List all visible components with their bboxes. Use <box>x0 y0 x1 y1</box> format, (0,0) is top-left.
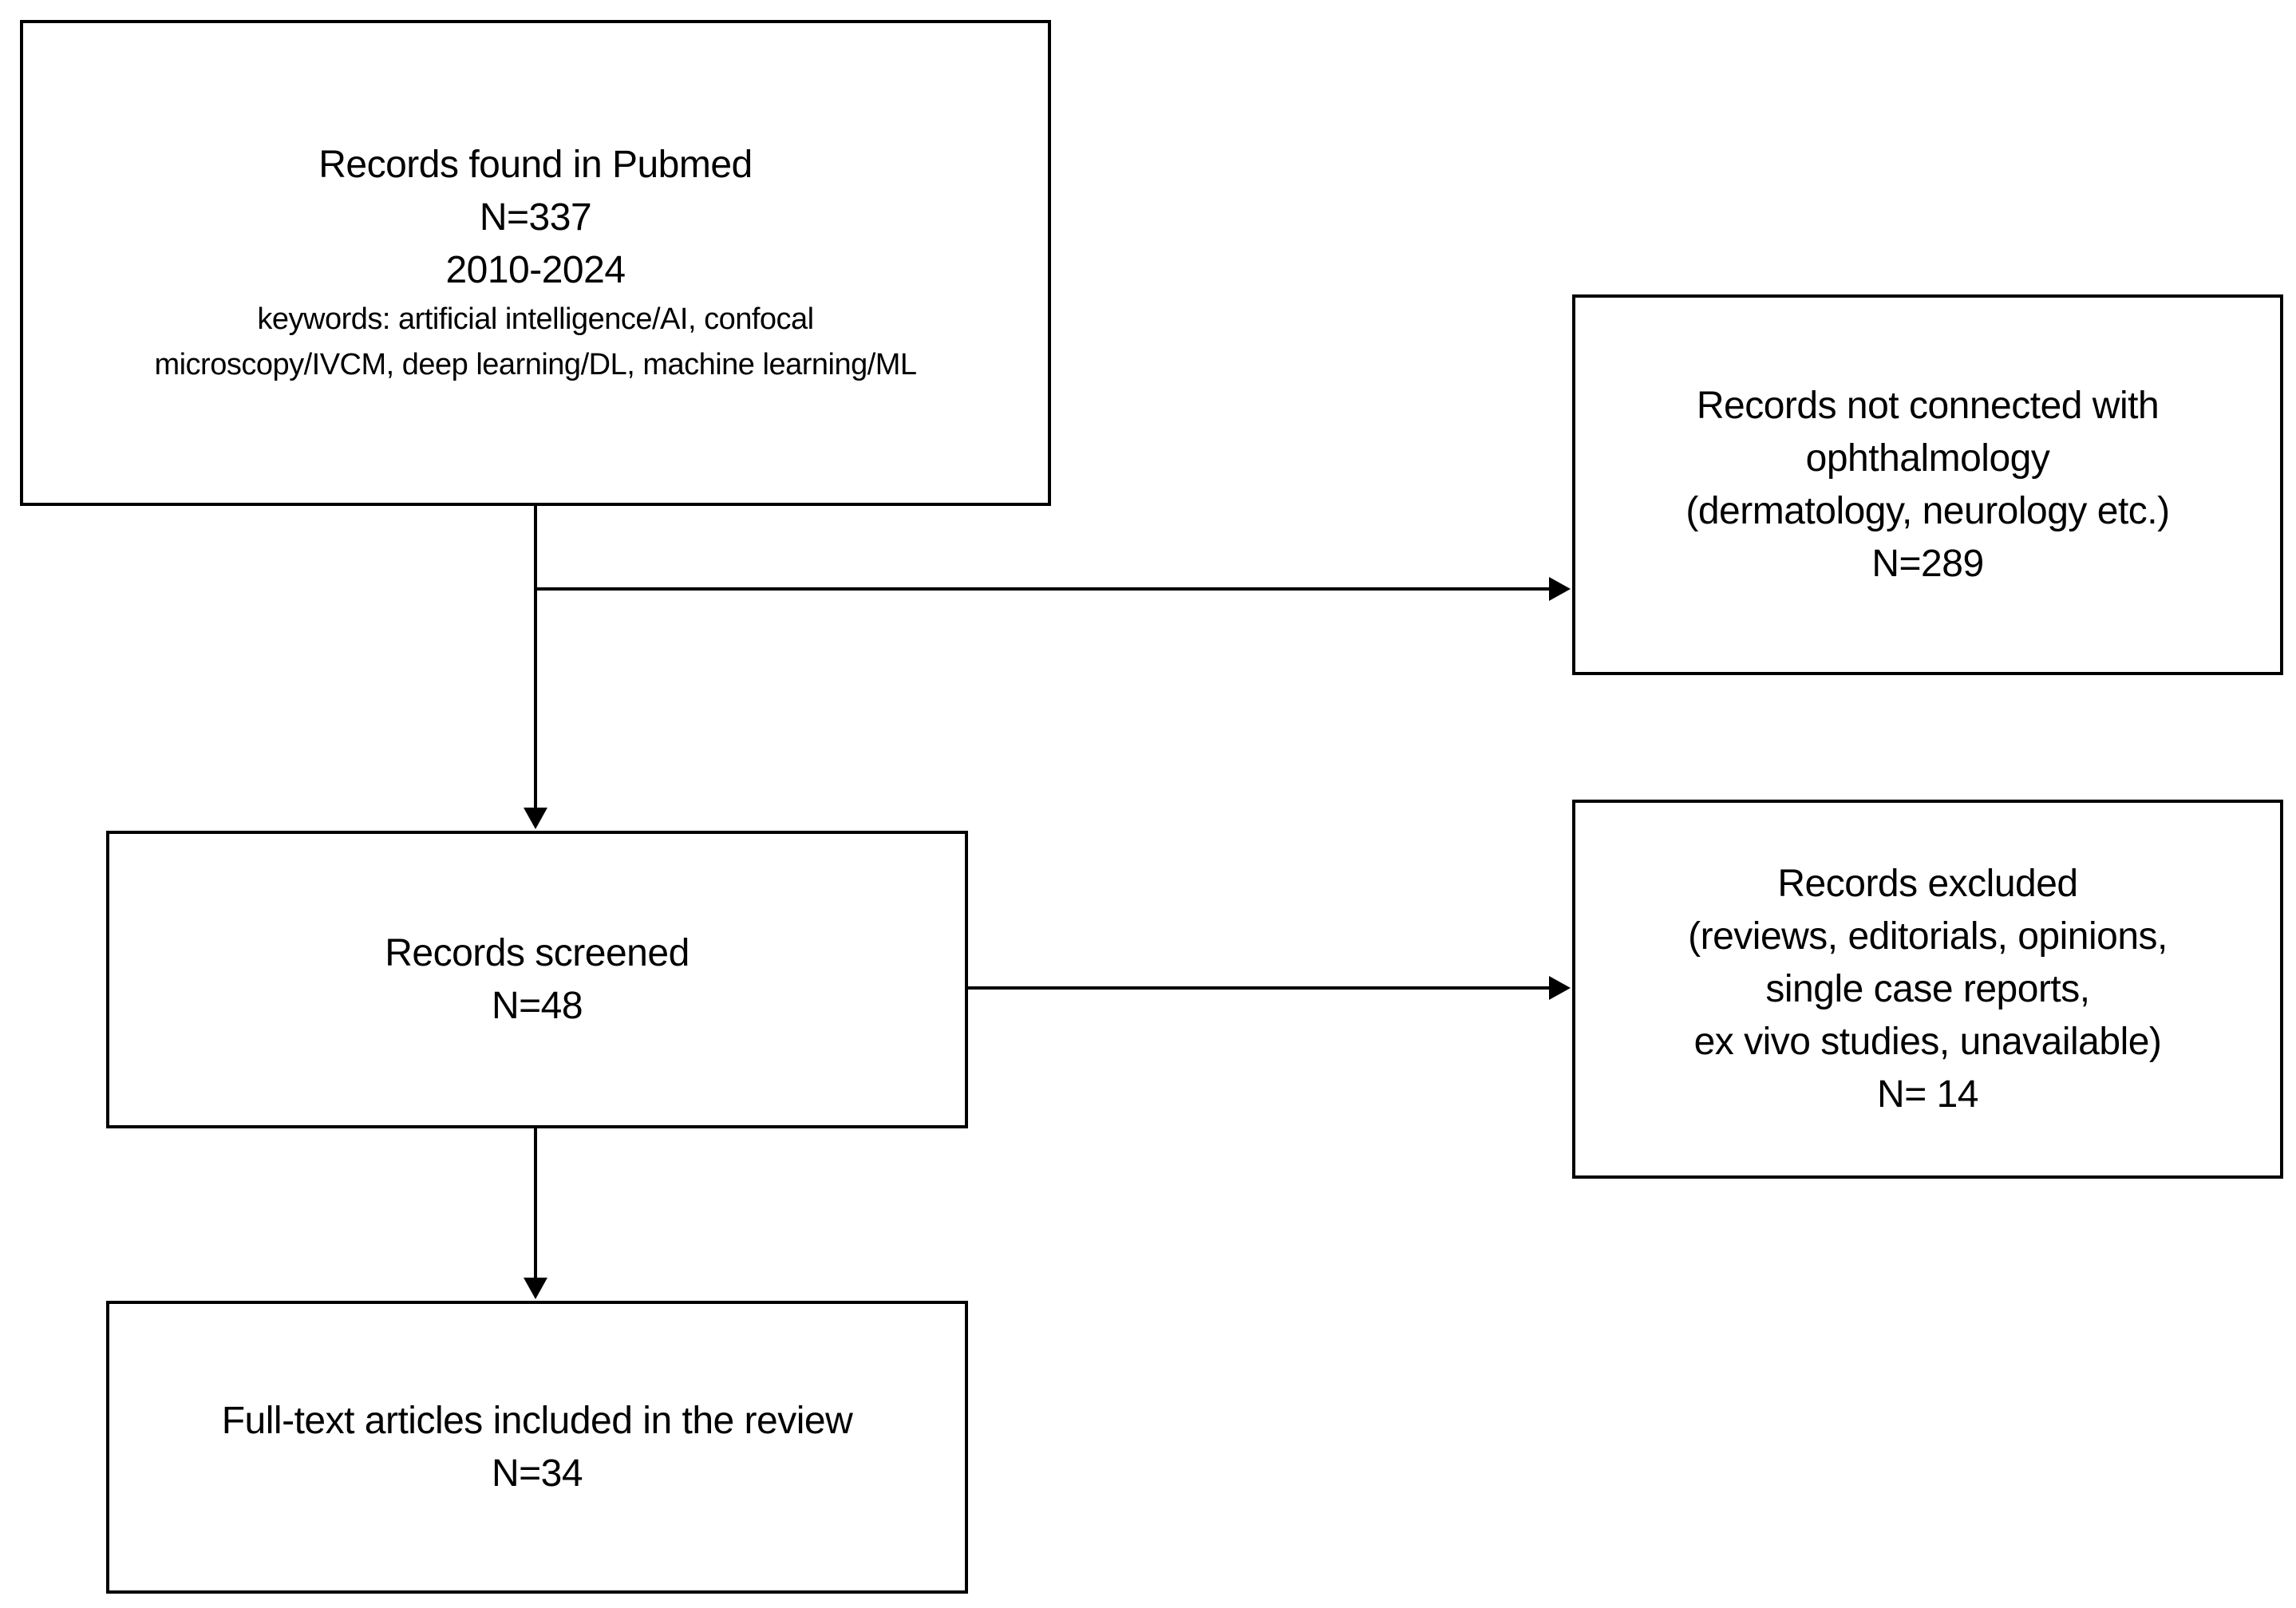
screened-title: Records screened <box>385 931 690 974</box>
box-records-found-in-pubmed: Records found in Pubmed N=337 2010-2024 … <box>20 20 1051 506</box>
arrow-found-to-not-connected-arrowhead <box>1549 577 1571 601</box>
excluded-count: N= 14 <box>1877 1073 1978 1116</box>
excluded-line-4: ex vivo studies, unavailable) <box>1693 1020 2162 1063</box>
excluded-title: Records excluded <box>1777 862 2078 905</box>
records-found-keywords-1: keywords: artificial intelligence/AI, co… <box>257 302 814 336</box>
records-found-years: 2010-2024 <box>445 248 626 291</box>
screened-count: N=48 <box>491 984 583 1027</box>
not-connected-line-1: Records not connected with <box>1696 384 2160 427</box>
box-records-not-connected: Records not connected with ophthalmology… <box>1572 294 2283 675</box>
arrow-screened-to-included-arrowhead <box>524 1278 547 1299</box>
box-records-screened: Records screened N=48 <box>106 831 968 1128</box>
arrow-found-to-screened-arrowhead <box>524 808 547 829</box>
records-found-title: Records found in Pubmed <box>318 143 753 186</box>
records-found-count: N=337 <box>479 196 592 239</box>
box-records-excluded: Records excluded (reviews, editorials, o… <box>1572 800 2283 1179</box>
arrow-screened-to-excluded-arrowhead <box>1549 976 1571 1000</box>
not-connected-line-2: ophthalmology <box>1805 437 2050 480</box>
records-found-keywords-2: microscopy/IVCM, deep learning/DL, machi… <box>154 347 917 381</box>
excluded-line-2: (reviews, editorials, opinions, <box>1688 915 2168 958</box>
excluded-line-3: single case reports, <box>1765 967 2090 1010</box>
included-title: Full-text articles included in the revie… <box>221 1399 853 1442</box>
box-full-text-included: Full-text articles included in the revie… <box>106 1301 968 1594</box>
not-connected-line-3: (dermatology, neurology etc.) <box>1685 489 2170 532</box>
included-count: N=34 <box>491 1452 583 1495</box>
not-connected-count: N=289 <box>1871 542 1984 585</box>
